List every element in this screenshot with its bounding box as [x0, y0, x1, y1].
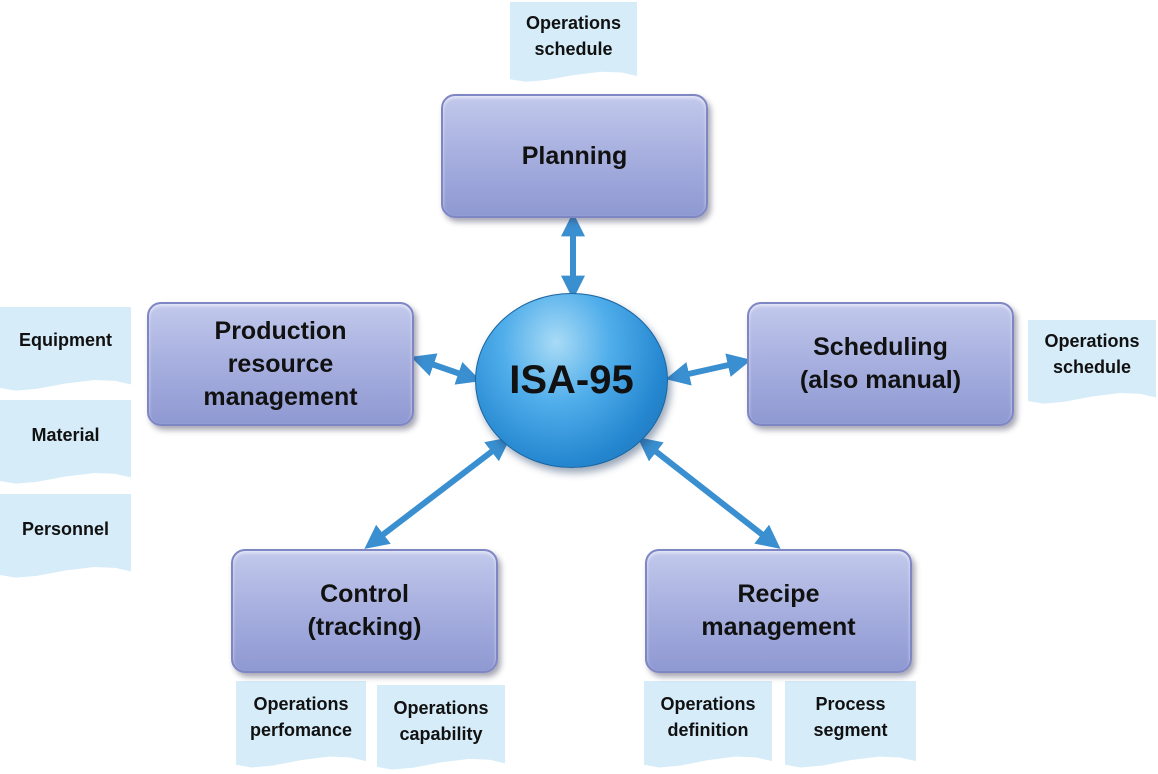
arrow-hub-recipe [637, 437, 781, 549]
node-label: Planning [521, 141, 628, 170]
doc-label: Personnel [21, 519, 110, 539]
doc-label: Material [31, 425, 100, 445]
node-label: Production resource management [203, 316, 358, 411]
doc-personnel: Personnel [0, 494, 131, 578]
node-label: Scheduling (also manual) [799, 333, 962, 394]
doc-operations-capability: Operations capability [377, 685, 505, 770]
doc-operations-performance: Operations perfomance [236, 681, 366, 768]
doc-material: Material [0, 400, 131, 484]
doc-process-segment: Process segment [785, 681, 916, 768]
doc-scheduling-operations-schedule: Operations schedule [1028, 320, 1156, 404]
arrow-hub-production [410, 353, 482, 385]
doc-label: Operations definition [660, 694, 756, 740]
doc-label: Equipment [19, 330, 112, 350]
hub-label: ISA-95 [509, 358, 634, 402]
node-recipe-management: Recipe management [645, 549, 912, 673]
doc-label: Process segment [813, 694, 888, 740]
doc-label: Operations capability [393, 698, 489, 744]
node-control: Control (tracking) [231, 549, 498, 673]
node-label: Recipe management [701, 580, 856, 641]
node-label: Control (tracking) [307, 580, 422, 641]
arrow-hub-scheduling [665, 353, 752, 386]
doc-label: Operations perfomance [249, 694, 353, 740]
doc-label: Operations schedule [1044, 331, 1140, 377]
arrow-hub-control [364, 437, 511, 549]
hub-isa95: ISA-95 [475, 293, 668, 468]
node-scheduling: Scheduling (also manual) [747, 302, 1014, 426]
node-planning: Planning [441, 94, 708, 218]
doc-label: Operations schedule [525, 13, 622, 59]
doc-operations-definition: Operations definition [644, 681, 772, 768]
node-production-resource-management: Production resource management [147, 302, 414, 426]
doc-planning-operations-schedule: Operations schedule [510, 2, 637, 82]
doc-equipment: Equipment [0, 307, 131, 391]
